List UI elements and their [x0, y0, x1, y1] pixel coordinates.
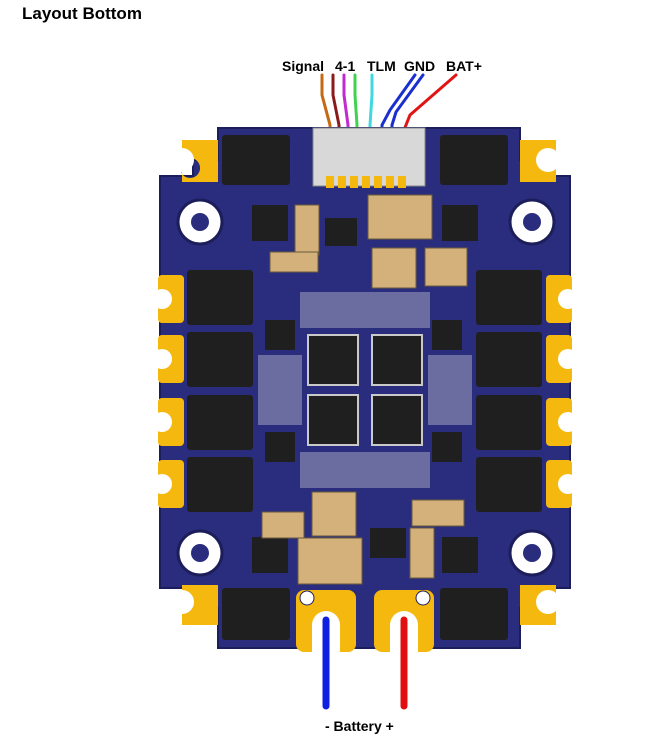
driver-chip: [265, 320, 295, 350]
capacitor: [269, 251, 319, 273]
pcb-board: [159, 127, 571, 649]
connector-pin: [338, 176, 346, 188]
connector-pin: [326, 176, 334, 188]
wire-label-bat: BAT+: [446, 58, 482, 74]
pcb-outline: [159, 127, 571, 649]
capacitor: [371, 247, 417, 289]
capacitor: [367, 194, 433, 240]
capacitor: [294, 204, 320, 256]
mcu-1: [307, 334, 359, 386]
mosfet-top-left: [222, 135, 290, 185]
corner-mosfets: [222, 135, 508, 640]
connector-pin: [362, 176, 370, 188]
mosfet-bottom-right: [440, 588, 508, 640]
side-pad-holes-left: [152, 289, 172, 494]
driver-chip: [432, 320, 462, 350]
mosfet-left-3: [187, 395, 253, 450]
driver-chip: [442, 205, 478, 241]
capacitor: [261, 511, 305, 539]
wire-label-tlm: TLM: [367, 58, 396, 74]
connector-pins: [326, 176, 406, 188]
mosfet-right-3: [476, 395, 542, 450]
wire-label-signal: Signal: [282, 58, 325, 74]
side-pad-holes-right: [558, 289, 578, 494]
regulator-chip: [370, 528, 406, 558]
wire-label-channels: 4-1: [335, 58, 356, 74]
driver-chip: [252, 537, 288, 573]
capacitor: [424, 247, 468, 287]
connector-pin: [398, 176, 406, 188]
mosfet-left-2: [187, 332, 253, 387]
right-mosfets: [476, 270, 542, 512]
central-mcus: [307, 334, 423, 446]
driver-chip: [442, 537, 478, 573]
mounting-holes: [176, 198, 556, 577]
mosfet-right-1: [476, 270, 542, 325]
passive-components: [261, 194, 468, 585]
battery-label: - Battery +: [325, 718, 394, 734]
mosfet-right-2: [476, 332, 542, 387]
corner-notches: [170, 148, 560, 614]
page-title: Layout Bottom: [22, 4, 142, 23]
mcu-2: [371, 334, 423, 386]
driver-chip: [252, 205, 288, 241]
capacitor: [311, 491, 357, 537]
pad-top-left: [180, 140, 218, 182]
regulator-chip: [325, 218, 357, 246]
connector-pin: [350, 176, 358, 188]
mosfet-bottom-left: [222, 588, 290, 640]
connector-pin: [374, 176, 382, 188]
driver-chips: [252, 205, 478, 573]
capacitor: [409, 527, 435, 579]
connector-pin: [386, 176, 394, 188]
mosfet-right-4: [476, 457, 542, 512]
mosfet-left-1: [187, 270, 253, 325]
wire-label-gnd: GND: [404, 58, 436, 74]
mcu-3: [307, 394, 359, 446]
driver-chip: [265, 432, 295, 462]
mcu-4: [371, 394, 423, 446]
via-fields: [258, 292, 472, 488]
left-mosfets: [187, 270, 253, 512]
battery-leads: [322, 616, 408, 710]
capacitor: [411, 499, 465, 527]
capacitor: [297, 537, 363, 585]
mosfet-left-4: [187, 457, 253, 512]
mosfet-top-right: [440, 135, 508, 185]
driver-chip: [432, 432, 462, 462]
side-pads-right: [546, 275, 572, 508]
